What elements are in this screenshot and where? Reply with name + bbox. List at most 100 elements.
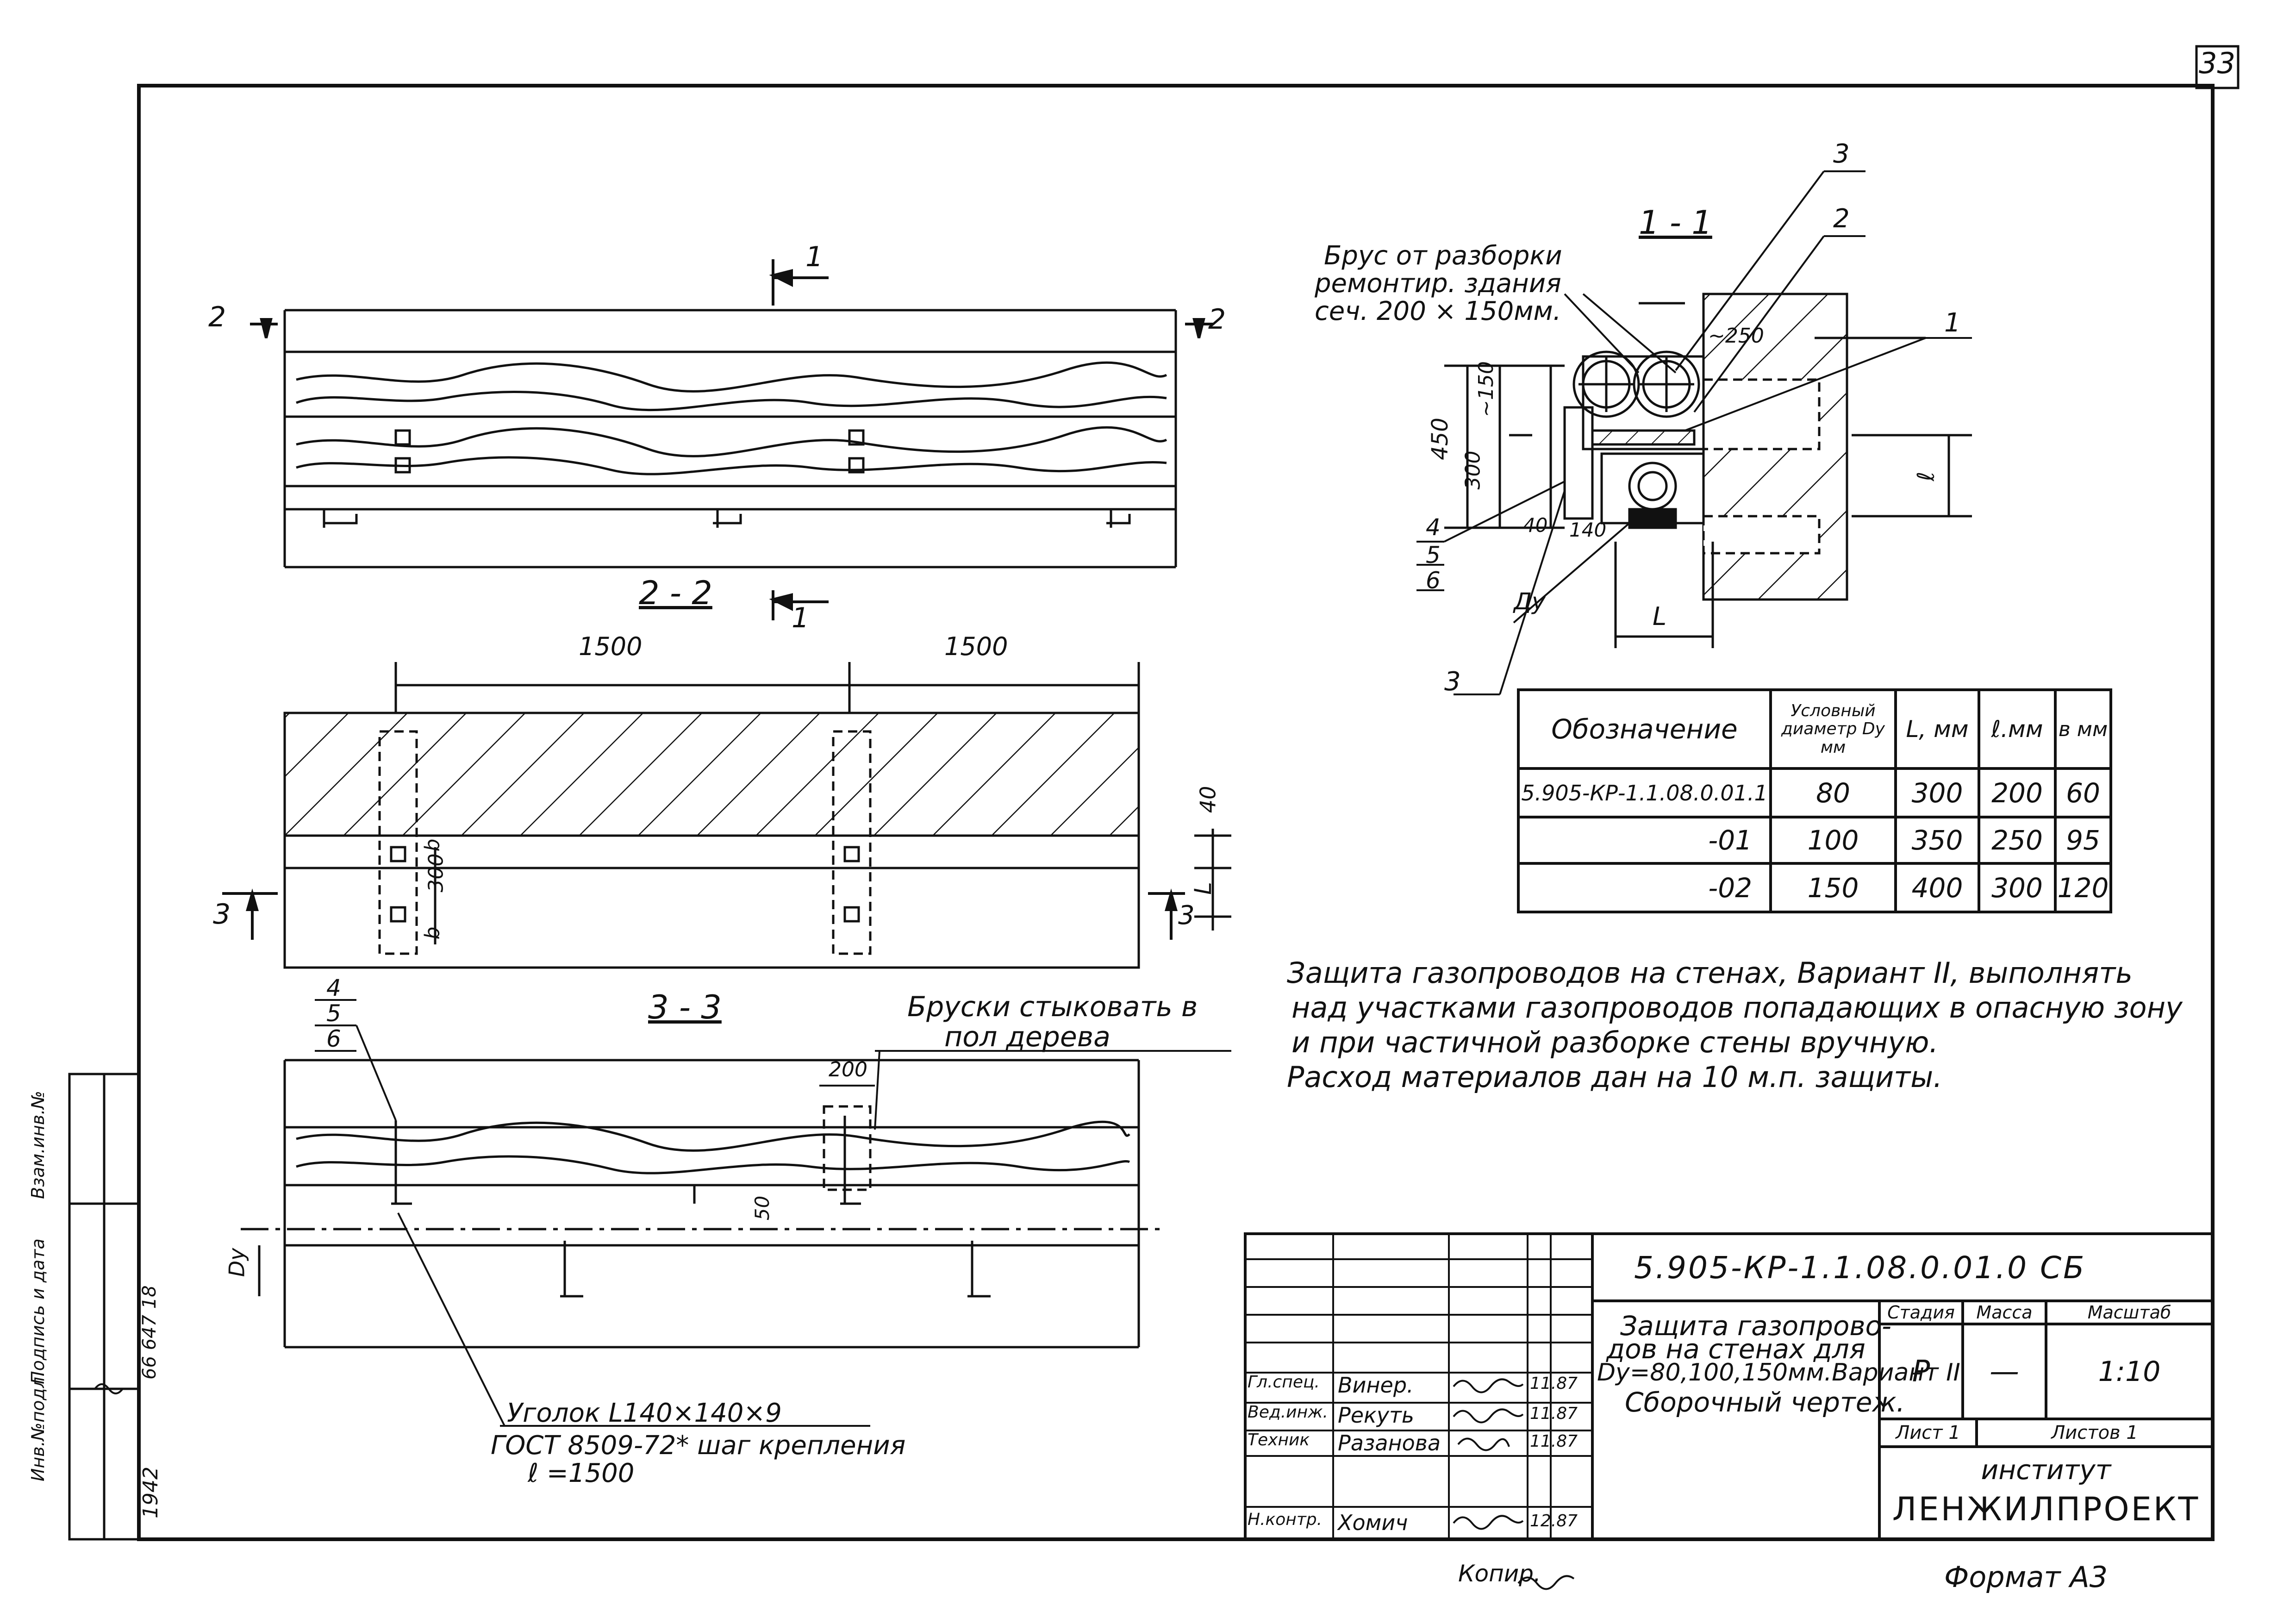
table-header-L: L, мм [1906,716,1969,743]
cut-3-right: 3 [1178,900,1195,931]
table-cell-r2-c1: -01 [1708,824,1752,856]
sheet-number: Лист 1 [1896,1422,1960,1443]
sig-role-1: Гл.спец. [1248,1373,1320,1392]
stamp-date-value: 66 647 18 [139,1285,160,1380]
title-block-left-grid [1245,1234,1592,1539]
callout-4-section: 4 [1426,514,1441,541]
angle-note-2: ГОСТ 8509-72* шаг крепления [491,1430,906,1461]
sig-name-3: Разанова [1338,1430,1441,1455]
title-block-grid [1244,1232,2214,1541]
table-cell-r1-c3: 300 [1911,777,1963,809]
table-cell-r2-c4: 250 [1991,824,2043,856]
table-cell-r2-c2: 100 [1807,824,1859,856]
side-stamp [68,1073,140,1541]
section-1-1-leaders [1416,170,1972,695]
spec-table-grid [1517,688,2112,913]
cut-2-right: 2 [1208,303,1226,336]
middle-view [283,662,1231,969]
table-header-diameter: Условный диаметр Dy мм [1781,701,1885,757]
cut-1-top: 1 [805,241,824,273]
section-1-1 [1444,293,1972,648]
footer-copy: Копир. [1458,1560,1541,1587]
table-cell-r2-c5: 95 [2066,824,2100,856]
title-line-3: Dy=80,100,150мм.Вариант II [1597,1359,1960,1387]
dim-250: ~250 [1708,324,1764,348]
sig-name-1: Винер. [1338,1373,1414,1398]
table-cell-r1-c1: 5.905-КР-1.1.08.0.01.1 [1521,780,1768,806]
page-number-box [2195,45,2240,89]
sig-date-3: 11.87 [1530,1432,1578,1451]
note-line-2: над участками газопроводов попадающих в … [1292,991,2183,1024]
callout-2: 2 [1833,204,1850,234]
callout-6: 6 [326,1025,341,1052]
section-title-2-2: 2 - 2 [639,574,712,612]
cut-3-left: 3 [213,898,231,931]
title-line-1: Защита газопрово- [1620,1310,1891,1342]
callout-1: 1 [1944,308,1961,338]
callout-5-section: 5 [1426,542,1441,568]
dim-1500-b: 1500 [944,632,1008,661]
angle-note-1: Уголок L140×140×9 [507,1398,782,1428]
table-header-designation: Обозначение [1551,713,1738,745]
stage-label: Стадия [1887,1302,1955,1323]
sig-name-4: Хомич [1338,1510,1408,1535]
dim-L-section: L [1653,602,1667,631]
table-cell-r3-c3: 400 [1911,872,1963,904]
institute-name: ЛЕНЖИЛПРОЕКТ [1892,1490,2200,1528]
note-line-1: Защита газопроводов на стенах, Вариант I… [1287,956,2133,990]
section-title-1-1: 1 - 1 [1639,204,1712,242]
table-cell-r3-c5: 120 [2057,872,2109,904]
note-join-2: пол дерева [944,1021,1111,1053]
timber-note-3: сеч. 200 × 150мм. [1315,296,1561,326]
sig-date-2: 11.87 [1530,1404,1578,1423]
scale-value: 1:10 [2098,1355,2161,1388]
dim-200: 200 [829,1058,867,1081]
mass-value: — [1990,1354,2019,1389]
top-view [283,309,1177,568]
page-number: 33 [2199,46,2235,80]
sig-role-3: Техник [1248,1430,1310,1449]
timber-note-1: Брус от разборки [1324,241,1562,271]
title-line-2: дов на стенах для [1606,1333,1866,1365]
institute-label: институт [1981,1454,2111,1486]
stamp-replace-inv: Взам.инв.№ [28,1091,48,1199]
sig-date-4: 12.87 [1530,1512,1578,1530]
section-title-3-3: 3 - 3 [648,988,722,1026]
sheets-total: Листов 1 [2051,1422,2138,1443]
note-join-1: Бруски стыковать в [907,991,1198,1023]
dim-140: 140 [1569,518,1607,541]
stamp-inv-value: 1942 [139,1467,162,1518]
dim-40-section: 40 [1523,514,1548,537]
callout-6-section: 6 [1426,567,1441,594]
footer-format: Формат А3 [1944,1560,2108,1594]
angle-note-3: ℓ =1500 [528,1458,635,1488]
table-header-b: в мм [2058,717,2108,741]
sig-role-2: Вед.инж. [1248,1403,1328,1422]
callout-3-bottom: 3 [1444,667,1461,697]
drawing-code: 5.905-КР-1.1.08.0.01.0 СБ [1634,1250,2086,1286]
bottom-view [241,1059,1167,1349]
sig-name-2: Рекуть [1338,1403,1414,1428]
stamp-inv-no: Инв.№подл. [28,1371,48,1481]
stage-value: Р [1912,1354,1930,1389]
table-cell-r1-c2: 80 [1816,777,1850,809]
title-line-4: Сборочный чертеж. [1625,1387,1905,1418]
timber-note-2: ремонтир. здания [1315,269,1561,299]
callout-5: 5 [326,1000,341,1027]
table-cell-r3-c2: 150 [1807,872,1859,904]
sig-date-1: 11.87 [1530,1374,1578,1393]
table-cell-r1-c5: 60 [2066,777,2100,809]
sheet-frame [137,84,2215,1541]
table-header-l: ℓ.мм [1991,716,2043,743]
callout-3-top: 3 [1833,139,1850,169]
mass-label: Масса [1976,1302,2033,1323]
table-cell-r2-c3: 350 [1911,824,1963,856]
stamp-sign-date: Подпись и дата [28,1238,48,1384]
table-cell-r3-c4: 300 [1991,872,2043,904]
sig-role-4: Н.контр. [1248,1510,1323,1529]
cut-1-bottom: 1 [792,602,810,634]
dim-1500-a: 1500 [579,632,643,661]
